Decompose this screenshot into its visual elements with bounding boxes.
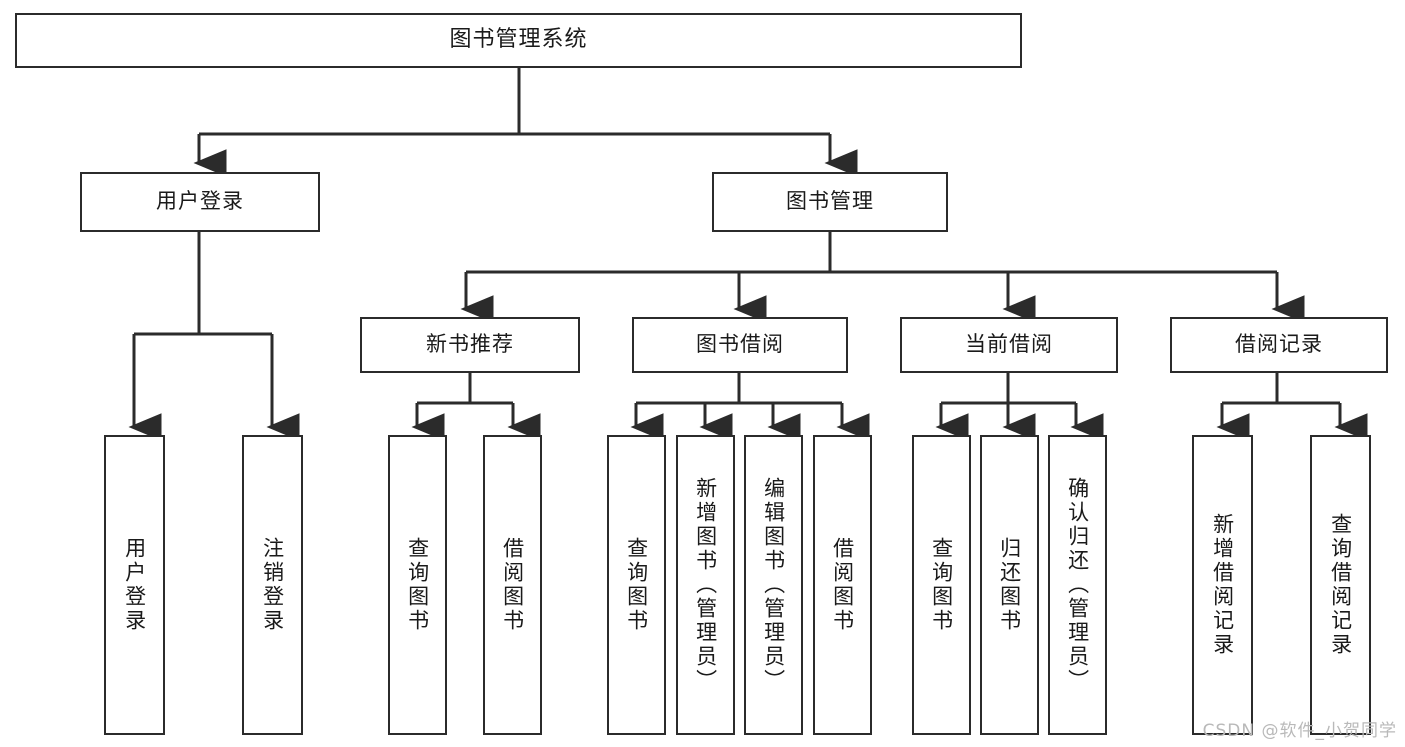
leaf-confirm-return[interactable]: 确认归还（管理员） [1048, 435, 1107, 735]
leaf-query-book-3-label: 查询图书 [929, 537, 954, 633]
node-root[interactable]: 图书管理系统 [15, 13, 1022, 68]
node-book-borrow-label: 图书借阅 [696, 332, 784, 357]
node-borrow-record[interactable]: 借阅记录 [1170, 317, 1388, 373]
node-new-book-recommend-label: 新书推荐 [426, 332, 514, 357]
node-current-borrow-label: 当前借阅 [965, 332, 1053, 357]
leaf-query-record[interactable]: 查询借阅记录 [1310, 435, 1371, 735]
leaf-logout-login-label: 注销登录 [260, 537, 285, 633]
node-user-login[interactable]: 用户登录 [80, 172, 320, 232]
leaf-return-book[interactable]: 归还图书 [980, 435, 1039, 735]
node-new-book-recommend[interactable]: 新书推荐 [360, 317, 580, 373]
leaf-user-login-label: 用户登录 [122, 537, 147, 633]
leaf-query-record-label: 查询借阅记录 [1328, 513, 1353, 657]
leaf-borrow-book-2[interactable]: 借阅图书 [813, 435, 872, 735]
leaf-edit-book[interactable]: 编辑图书（管理员） [744, 435, 803, 735]
node-book-manage[interactable]: 图书管理 [712, 172, 948, 232]
leaf-borrow-book-1[interactable]: 借阅图书 [483, 435, 542, 735]
node-root-label: 图书管理系统 [449, 27, 588, 53]
leaf-logout-login[interactable]: 注销登录 [242, 435, 303, 735]
leaf-borrow-book-2-label: 借阅图书 [830, 537, 855, 633]
leaf-query-book-1-label: 查询图书 [405, 537, 430, 633]
node-current-borrow[interactable]: 当前借阅 [900, 317, 1118, 373]
leaf-query-book-1[interactable]: 查询图书 [388, 435, 447, 735]
leaf-user-login[interactable]: 用户登录 [104, 435, 165, 735]
csdn-watermark: CSDN @软件_小贺同学 [1202, 721, 1397, 741]
leaf-query-book-2[interactable]: 查询图书 [607, 435, 666, 735]
leaf-add-book-label: 新增图书（管理员） [693, 477, 718, 693]
leaf-add-record[interactable]: 新增借阅记录 [1192, 435, 1253, 735]
node-book-manage-label: 图书管理 [786, 189, 874, 214]
node-borrow-record-label: 借阅记录 [1235, 332, 1323, 357]
leaf-edit-book-label: 编辑图书（管理员） [761, 477, 786, 693]
leaf-query-book-3[interactable]: 查询图书 [912, 435, 971, 735]
node-user-login-label: 用户登录 [156, 189, 244, 214]
leaf-borrow-book-1-label: 借阅图书 [500, 537, 525, 633]
leaf-query-book-2-label: 查询图书 [624, 537, 649, 633]
leaf-add-record-label: 新增借阅记录 [1210, 513, 1235, 657]
leaf-return-book-label: 归还图书 [997, 537, 1022, 633]
leaf-confirm-return-label: 确认归还（管理员） [1065, 477, 1090, 693]
node-book-borrow[interactable]: 图书借阅 [632, 317, 848, 373]
leaf-add-book[interactable]: 新增图书（管理员） [676, 435, 735, 735]
